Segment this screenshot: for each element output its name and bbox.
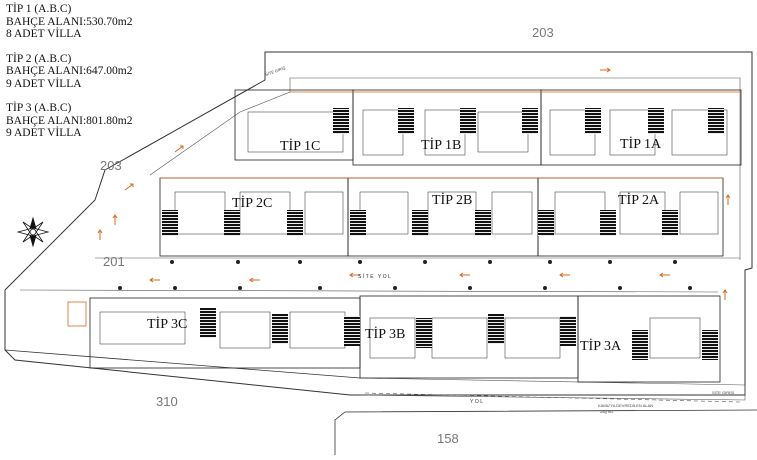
road-inner-edge <box>149 77 741 260</box>
legend-tip3-title: TİP 3 (A.B.C) <box>6 102 72 114</box>
tip-2-stairs <box>162 210 678 236</box>
site-road-label: SİTE YOL <box>358 273 392 280</box>
site-gate-top: SİTE GİRİŞ <box>265 65 287 77</box>
parcel-158: 158 <box>437 431 459 446</box>
parcel-203-top: 203 <box>532 25 554 40</box>
block-label-tip3b: TİP 3B <box>365 326 405 342</box>
site-boundary <box>4 51 753 396</box>
legend-tip1: TİP 1 (A.B.C) BAHÇE ALANI:530.70m2 8 ADE… <box>6 3 176 41</box>
legend-tip3: TİP 3 (A.B.C) BAHÇE ALANI:801.80m2 9 ADE… <box>6 102 176 140</box>
block-label-tip2c: TİP 2C <box>232 195 272 211</box>
legend-tip3-count: 9 ADET VİLLA <box>6 127 82 139</box>
parcel-310-line <box>4 349 361 379</box>
legend-tip2-title: TİP 2 (A.B.C) <box>6 52 72 65</box>
traffic-arrows <box>97 67 731 300</box>
parcel-158-boundary <box>334 409 757 455</box>
legend-tip3-area: BAHÇE ALANI:801.80m2 <box>6 114 133 127</box>
legend-tip2-area: BAHÇE ALANI:647.00m2 <box>6 65 133 77</box>
site-gate-right: SİTE GİRİŞİ <box>712 390 734 395</box>
tip-1-row <box>234 89 742 166</box>
legend: TİP 1 (A.B.C) BAHÇE ALANI:530.70m2 8 ADE… <box>6 3 176 152</box>
block-label-tip3a: TİP 3A <box>580 338 622 354</box>
tip-2-row <box>159 177 724 257</box>
legend-tip2: TİP 2 (A.B.C) BAHÇE ALANI:647.00m2 9 ADE… <box>6 53 176 91</box>
tip-1-stairs <box>333 108 724 134</box>
unit-markers <box>118 260 692 290</box>
block-label-tip1c: TİP 1C <box>280 138 320 154</box>
block-label-tip3c: TİP 3C <box>147 316 187 332</box>
block-label-tip2a: TİP 2A <box>618 192 660 208</box>
legend-tip1-area: BAHÇE ALANI:530.70m2 <box>6 15 133 28</box>
lower-road-label: YOL <box>470 399 485 405</box>
parcel-201: 201 <box>103 254 125 269</box>
site-road-edge-bottom <box>19 289 719 293</box>
parcel-310: 310 <box>156 394 178 409</box>
block-label-tip1a: TİP 1A <box>620 136 662 152</box>
block-label-tip1b: TİP 1B <box>421 137 461 153</box>
legend-tip1-count: 8 ADET VİLLA <box>6 28 82 40</box>
tip-3-stairs <box>200 308 718 360</box>
parcel-203-left: 203 <box>100 158 122 173</box>
legend-tip2-count: 9 ADET VİLLA <box>6 77 82 90</box>
lower-road <box>359 377 746 401</box>
public-area-size: 28g m2 <box>600 409 614 414</box>
north-arrow-icon <box>16 216 50 248</box>
block-label-tip2b: TİP 2B <box>432 192 472 208</box>
legend-tip1-title: TİP 1 (A.B.C) <box>6 3 72 15</box>
public-area-note: KAMU'YA DEVREDİLEN ALAN <box>598 403 653 408</box>
